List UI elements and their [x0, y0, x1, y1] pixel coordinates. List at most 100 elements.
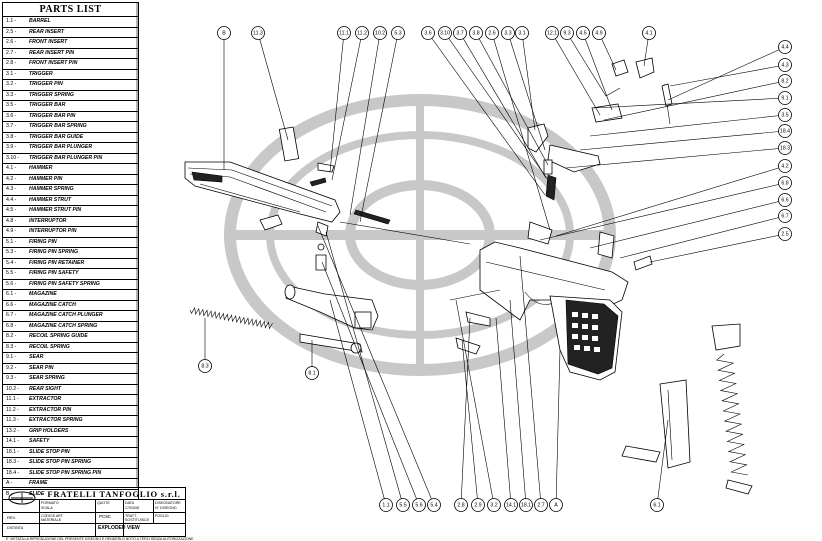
leader-line	[321, 261, 420, 506]
part-name: EXTRACTOR PIN	[29, 406, 72, 413]
svg-text:9.3: 9.3	[563, 30, 570, 36]
part-code: 18.1 -	[6, 448, 20, 455]
svg-text:3.10: 3.10	[440, 30, 450, 36]
svg-text:3.6: 3.6	[424, 30, 431, 36]
leader-line	[555, 349, 561, 506]
svg-text:4.9: 4.9	[595, 30, 602, 36]
leader-line	[551, 32, 601, 116]
parts-list-row: 4.4 -HAMMER STRUT	[3, 196, 138, 206]
part-name: TRIGGER	[29, 70, 53, 77]
part-code: 3.6 -	[6, 112, 17, 119]
svg-text:18.3: 18.3	[780, 145, 790, 151]
callout-4-1: 4.1	[642, 26, 656, 40]
part-name: RECOIL SPRING GUIDE	[29, 333, 88, 339]
leader-line	[459, 32, 547, 179]
part-name: SLIDE	[29, 490, 45, 497]
svg-text:2.7: 2.7	[537, 502, 544, 508]
callout-2-7: 2.7	[534, 498, 548, 512]
parts-list-row: 18.1 - SLIDE STOP PIN	[3, 448, 138, 458]
callout-6-7: 6.7	[778, 209, 792, 223]
callout-3-3: 3.3	[501, 26, 515, 40]
leader-line	[667, 46, 786, 101]
callout-5-5: 5.5	[396, 498, 410, 512]
recoil-spring	[189, 307, 363, 354]
part-code: 2.5 -	[6, 28, 17, 35]
svg-text:2.8: 2.8	[457, 502, 464, 508]
parts-list-row: 11.3 -EXTRACTOR SPRING	[3, 416, 138, 427]
leader-line	[331, 32, 363, 181]
svg-text:3.8: 3.8	[472, 30, 479, 36]
leader-line	[519, 255, 542, 506]
part-name: TRIGGER SPRING	[29, 91, 74, 98]
part-code: 4.3 -	[6, 186, 17, 192]
part-name: TRIGGER BAR SPRING	[29, 123, 87, 129]
part-code: 6.6 -	[6, 301, 17, 308]
part-code: 5.1 -	[6, 238, 17, 245]
svg-text:12.1: 12.1	[547, 30, 557, 36]
part-name: FRONT INSERT PIN	[29, 60, 78, 66]
callout-6-6: 6.6	[778, 193, 792, 207]
part-code: 5.5 -	[6, 270, 17, 276]
callout-12-1: 12.1	[545, 26, 559, 40]
part-name: EXTRACTOR SPRING	[29, 417, 83, 423]
part-name: SLIDE STOP PIN SPRING PIN	[29, 469, 102, 476]
callout-2-6: 2.6	[485, 26, 499, 40]
parts-list-row: 5.1 -FIRING PIN	[3, 238, 138, 248]
part-code: 9.1 -	[6, 354, 17, 360]
slide-part	[184, 161, 341, 223]
callout-18-1: 18.1	[519, 498, 533, 512]
callout-4-5: 4.5	[576, 26, 590, 40]
leader-line	[521, 32, 536, 131]
svg-text:11.3: 11.3	[253, 30, 263, 36]
part-name: EXTRACTOR	[29, 396, 62, 402]
title-block-cell: 17/03/08	[125, 506, 139, 510]
parts-list-row: 4.3 -HAMMER SPRING	[3, 185, 138, 196]
parts-list-row: 3.1 - TRIGGER	[3, 70, 138, 80]
callout-5-4: 5.4	[427, 498, 441, 512]
leader-line	[317, 225, 435, 506]
svg-text:6.1: 6.1	[653, 502, 660, 508]
callout-3-1: 3.1	[515, 26, 529, 40]
leader-line	[359, 32, 399, 223]
part-code: 3.1 -	[6, 70, 17, 77]
callout-11-2: 11.2	[355, 26, 369, 40]
parts-list-row: 18.4 -SLIDE STOP PIN SPRING PIN	[3, 469, 138, 479]
svg-text:4.3: 4.3	[781, 62, 788, 68]
svg-text:2.5: 2.5	[781, 231, 788, 237]
leader-line	[603, 80, 786, 121]
callout-8-3: 8.3	[198, 359, 212, 373]
svg-text:18.4: 18.4	[780, 128, 790, 134]
parts-list-row: 3.3 -TRIGGER SPRING	[3, 91, 138, 101]
callout-9-1: 9.1	[778, 91, 792, 105]
leader-line	[593, 97, 786, 109]
svg-text:3.1: 3.1	[518, 30, 525, 36]
parts-list-row: 3.10 -TRIGGER BAR PLUNGER PIN	[3, 154, 138, 164]
part-code: 3.9 -	[6, 144, 17, 150]
svg-text:8.2: 8.2	[781, 78, 788, 84]
part-code: 4.9 -	[6, 228, 17, 234]
callout-18-3: 18.3	[778, 141, 792, 155]
parts-list-row: 4.1 -HAMMER	[3, 164, 138, 175]
part-code: 4.2 -	[6, 175, 17, 182]
part-name: SLIDE STOP PIN	[29, 448, 70, 455]
part-code: 8.3 -	[6, 343, 17, 350]
parts-list-row: 2.8 -FRONT INSERT PIN	[3, 59, 138, 70]
svg-text:4.5: 4.5	[579, 30, 586, 36]
svg-text:4.2: 4.2	[781, 163, 788, 169]
part-code: 4.8 -	[6, 217, 17, 224]
part-name: TRIGGER BAR GUIDE	[29, 133, 84, 140]
part-name: INTERRUPTOR PIN	[29, 228, 77, 234]
parts-list-row: 13.2 -GRIP HOLDERS	[3, 427, 138, 437]
part-code: 4.4 -	[6, 196, 17, 203]
part-name: HAMMER STRUT PIN	[29, 207, 82, 213]
svg-text:9.1: 9.1	[781, 95, 788, 101]
parts-list-row: 11.1 -EXTRACTOR	[3, 395, 138, 406]
callout-3-2: 3.2	[487, 498, 501, 512]
svg-text:11.1: 11.1	[339, 30, 349, 36]
leader-line	[619, 215, 786, 259]
part-code: 3.8 -	[6, 133, 17, 140]
parts-list-row: 2.7 -REAR INSERT PIN	[3, 49, 138, 59]
title-block-cell: MATERIALE	[41, 518, 62, 522]
callout-6-1: 6.1	[650, 498, 664, 512]
